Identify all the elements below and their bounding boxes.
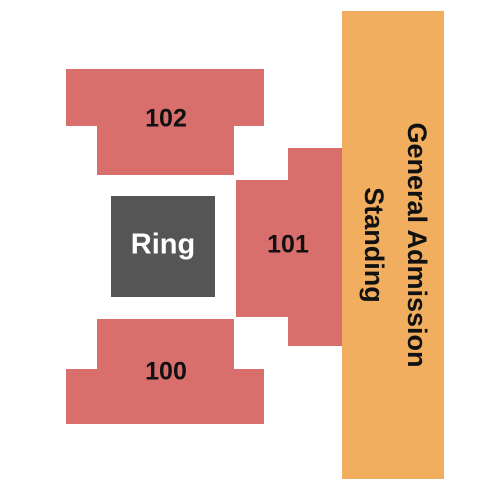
general-admission-shape[interactable] bbox=[342, 11, 444, 479]
section-100-label: 100 bbox=[145, 358, 187, 386]
section-102[interactable]: 102 bbox=[66, 69, 264, 175]
general-admission-area[interactable]: General Admission Standing bbox=[342, 11, 444, 479]
section-102-label: 102 bbox=[145, 105, 187, 133]
ring-shape bbox=[111, 196, 215, 297]
section-101-shape[interactable] bbox=[236, 148, 342, 346]
section-100-shape[interactable] bbox=[66, 319, 264, 424]
section-100[interactable]: 100 bbox=[66, 319, 264, 424]
section-101[interactable]: 101 bbox=[236, 148, 342, 346]
general-admission-label-line1: General Admission bbox=[402, 122, 432, 367]
section-101-label: 101 bbox=[267, 231, 309, 259]
ring-label: Ring bbox=[131, 229, 195, 261]
section-102-shape[interactable] bbox=[66, 69, 264, 175]
ring-area: Ring bbox=[111, 196, 215, 297]
general-admission-label-line2: Standing bbox=[359, 187, 389, 303]
